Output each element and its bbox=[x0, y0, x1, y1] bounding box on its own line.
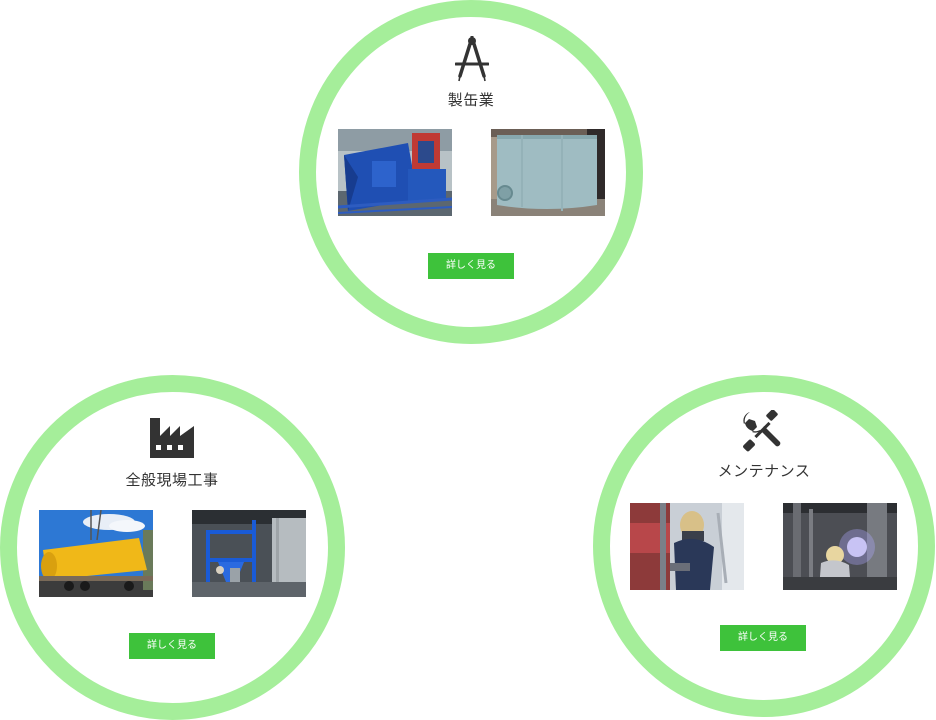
service-title-maint: メンテナンス bbox=[717, 462, 811, 480]
service-title-seikan: 製缶業 bbox=[447, 91, 495, 109]
welder-with-helmet-photo bbox=[630, 503, 744, 590]
service-title-genba: 全般現場工事 bbox=[125, 471, 219, 489]
seikan-more-button[interactable]: 詳しく見る bbox=[428, 253, 514, 279]
worker-welding-inside-plant-photo bbox=[783, 503, 897, 590]
pale-blue-steel-tank-photo bbox=[491, 129, 605, 216]
maint-more-button[interactable]: 詳しく見る bbox=[720, 625, 806, 651]
genba-more-button[interactable]: 詳しく見る bbox=[129, 633, 215, 659]
blue-steel-frame-plant-photo bbox=[192, 510, 306, 597]
wrench-screwdriver-icon bbox=[743, 410, 781, 452]
factory-icon bbox=[150, 418, 194, 458]
compass-icon bbox=[455, 36, 489, 82]
blue-steel-ductwork-photo bbox=[338, 129, 452, 216]
yellow-tank-on-truck-photo bbox=[39, 510, 153, 597]
